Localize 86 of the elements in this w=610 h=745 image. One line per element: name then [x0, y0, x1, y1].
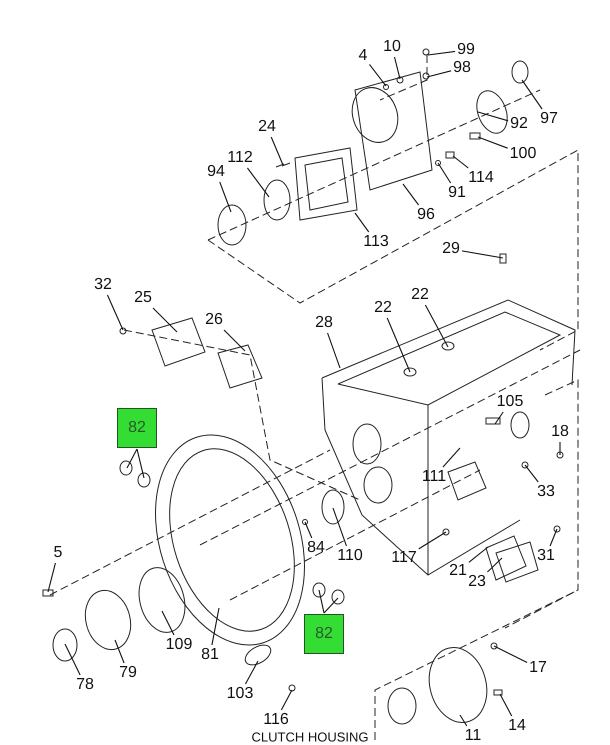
- leader-line: [394, 56, 401, 80]
- leader-line: [386, 318, 410, 372]
- leader-line: [126, 448, 138, 468]
- callout-number: 84: [307, 540, 325, 556]
- leader-line: [522, 80, 543, 110]
- leader-line: [559, 442, 561, 455]
- callout-number: 21: [449, 563, 467, 579]
- callout-number: 17: [529, 660, 547, 676]
- callout-number: 94: [207, 164, 225, 180]
- leader-line: [478, 111, 508, 122]
- callout-number: 96: [417, 207, 435, 223]
- callout-number: 14: [508, 718, 526, 734]
- leader-line: [280, 690, 292, 710]
- leader-line: [47, 562, 56, 592]
- leader-line: [462, 250, 504, 259]
- callout-number: 91: [448, 185, 466, 201]
- leader-line: [136, 448, 145, 478]
- leader-line: [247, 168, 270, 198]
- leader-line: [224, 330, 246, 352]
- callout-number: 103: [226, 686, 254, 702]
- callout-number: 25: [134, 290, 152, 306]
- callout-number: 33: [537, 484, 555, 500]
- callout-number: 109: [166, 637, 192, 653]
- leader-line: [426, 70, 452, 78]
- leader-line: [244, 660, 258, 684]
- leader-line: [550, 528, 558, 546]
- leader-line: [487, 558, 502, 572]
- leader-line: [152, 308, 178, 332]
- leader-line: [418, 532, 446, 550]
- leader-line: [106, 294, 124, 330]
- callout-number: 99: [457, 42, 475, 58]
- leader-line: [332, 508, 347, 546]
- leader-line: [114, 640, 125, 664]
- callout-number: 22: [374, 300, 392, 316]
- callout-number: 10: [383, 39, 401, 55]
- leader-line: [354, 212, 370, 232]
- leader-line: [424, 304, 448, 348]
- leader-line: [494, 412, 504, 424]
- callout-number: 114: [468, 170, 494, 186]
- leader-line: [304, 522, 312, 538]
- callout-number: 78: [76, 677, 94, 693]
- leader-line: [478, 136, 508, 149]
- callout-number: 100: [510, 146, 536, 162]
- leader-line: [438, 162, 452, 184]
- callout-box: 82: [304, 614, 344, 654]
- leader-line: [428, 50, 456, 56]
- callout-number: 23: [468, 574, 486, 590]
- callout-number: 31: [537, 548, 555, 564]
- callout-number: 112: [227, 150, 253, 166]
- callout-number: 22: [411, 287, 429, 303]
- leader-line: [327, 332, 341, 368]
- callout-number: 113: [363, 234, 389, 250]
- leader-line: [468, 546, 488, 563]
- callout-number: 116: [263, 712, 289, 728]
- leader-line: [402, 184, 420, 206]
- callout-number: 18: [551, 424, 569, 440]
- callout-number: 5: [54, 545, 62, 561]
- callout-number: 97: [540, 111, 558, 127]
- callout-number: 4: [358, 48, 368, 64]
- callout-number: 81: [201, 647, 219, 663]
- leader-line: [64, 644, 81, 676]
- callout-number: 29: [442, 241, 460, 257]
- callout-number: 24: [258, 119, 276, 135]
- callout-number: 28: [315, 315, 333, 331]
- leader-line: [500, 694, 512, 716]
- leader-line: [460, 714, 468, 726]
- callout-number: 110: [337, 548, 363, 564]
- callout-number: 105: [496, 394, 524, 410]
- leader-line: [452, 156, 469, 168]
- callout-number: 11: [464, 728, 482, 744]
- callout-box: 82: [117, 408, 157, 448]
- callout-number: 79: [119, 665, 137, 681]
- callout-number: 92: [510, 116, 528, 132]
- leader-line: [369, 64, 386, 86]
- leader-line: [324, 598, 338, 614]
- callout-number: 98: [453, 60, 471, 76]
- callout-number: 26: [205, 312, 223, 328]
- leader-line: [219, 182, 232, 212]
- leader-line: [524, 464, 539, 482]
- leader-line: [494, 646, 528, 664]
- leader-line: [318, 590, 325, 614]
- leader-line: [270, 136, 284, 166]
- callout-number: 32: [94, 277, 112, 293]
- caption-text: CLUTCH HOUSING: [252, 730, 368, 744]
- leader-line: [442, 448, 460, 468]
- leader-line: [211, 608, 220, 646]
